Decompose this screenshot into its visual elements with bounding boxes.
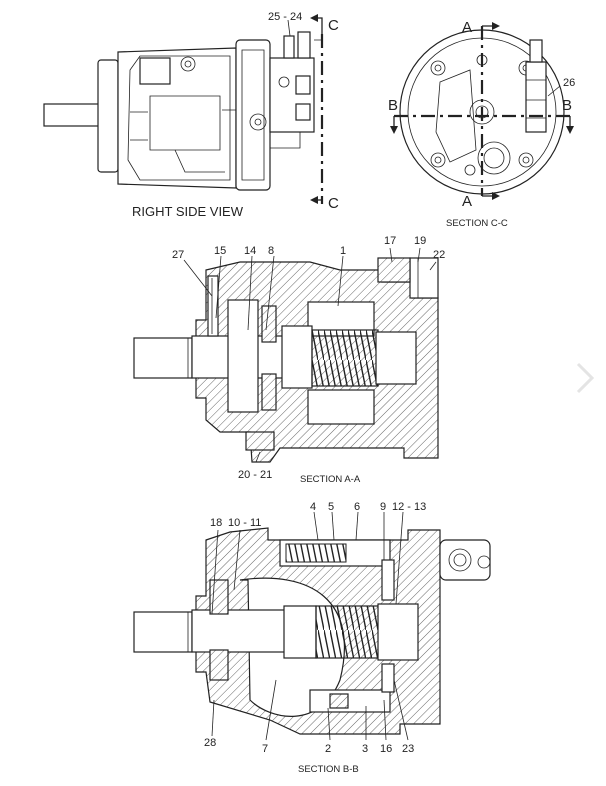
cut-label-c-bottom: C — [328, 195, 339, 212]
callout-2: 2 — [325, 743, 331, 755]
callout-20-21: 20 - 21 — [238, 469, 272, 481]
right-side-view: 25 - 24 C C RIGHT SIDE VIEW — [43, 11, 339, 219]
callout-14: 14 — [244, 245, 256, 257]
caption-section-cc: SECTION C-C — [446, 218, 508, 229]
callout-7: 7 — [262, 743, 268, 755]
callout-18: 18 — [210, 517, 222, 529]
caption-section-aa: SECTION A-A — [300, 474, 361, 485]
callout-5: 5 — [328, 501, 334, 513]
callout-1: 1 — [340, 245, 346, 257]
callout-8: 8 — [268, 245, 274, 257]
callout-10-11: 10 - 11 — [228, 517, 261, 529]
callout-19: 19 — [414, 235, 426, 247]
callout-27: 27 — [172, 249, 184, 261]
caption-right-side-view: RIGHT SIDE VIEW — [132, 204, 244, 219]
section-bb: 18 10 - 11 4 5 6 9 12 - 13 28 7 2 3 16 2… — [133, 501, 491, 775]
cut-label-b-right: B — [562, 97, 572, 114]
callout-25-24: 25 - 24 — [268, 11, 302, 23]
callout-26: 26 — [563, 77, 575, 89]
callout-9: 9 — [380, 501, 386, 513]
cut-label-a-bottom: A — [462, 193, 472, 210]
cut-label-b-left: B — [388, 97, 398, 114]
callout-16: 16 — [380, 743, 392, 755]
next-page-button[interactable] — [570, 358, 600, 398]
callout-15: 15 — [214, 245, 226, 257]
chevron-right-icon — [576, 362, 595, 394]
callout-4: 4 — [310, 501, 316, 513]
cut-label-a-top: A — [462, 19, 472, 36]
callout-6: 6 — [354, 501, 360, 513]
cut-label-c-top: C — [328, 17, 339, 34]
section-aa: 27 15 14 8 1 17 19 22 20 - 21 SECTION A-… — [133, 235, 445, 485]
callout-12-13: 12 - 13 — [392, 501, 426, 513]
callout-28: 28 — [204, 737, 216, 749]
callout-3: 3 — [362, 743, 368, 755]
callout-23: 23 — [402, 743, 414, 755]
section-cc: A A B B 26 SECTION C-C — [388, 19, 575, 229]
callout-22: 22 — [433, 249, 445, 261]
callout-17: 17 — [384, 235, 396, 247]
caption-section-bb: SECTION B-B — [298, 764, 359, 775]
